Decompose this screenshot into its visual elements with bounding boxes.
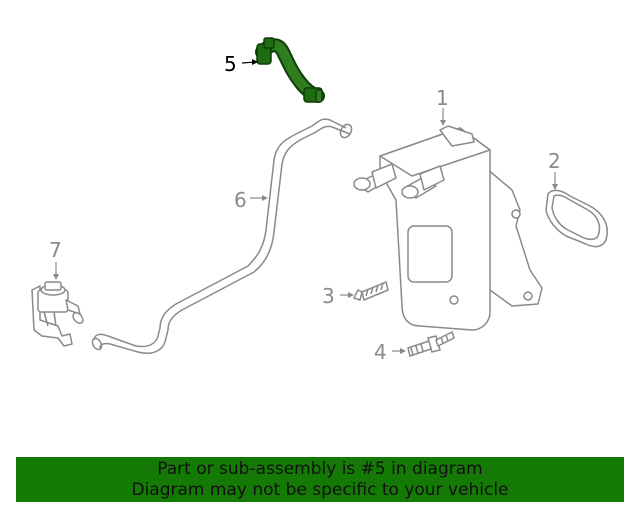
part-2-gasket[interactable] bbox=[545, 189, 608, 248]
callout-1[interactable]: 1 bbox=[436, 86, 449, 110]
part-5-hose[interactable] bbox=[255, 37, 325, 103]
callout-5[interactable]: 5 bbox=[224, 52, 237, 76]
callout-2[interactable]: 2 bbox=[548, 149, 561, 173]
part-3-bolt[interactable] bbox=[352, 280, 389, 302]
parts-diagram bbox=[31, 37, 608, 357]
callout-6[interactable]: 6 bbox=[234, 188, 247, 212]
part-4-stud[interactable] bbox=[407, 330, 455, 357]
callout-3[interactable]: 3 bbox=[322, 284, 335, 308]
callout-4[interactable]: 4 bbox=[374, 340, 387, 364]
banner-line-2: Diagram may not be specific to your vehi… bbox=[131, 480, 509, 500]
part-1-oil-cooler[interactable] bbox=[353, 125, 543, 331]
callout-7[interactable]: 7 bbox=[49, 238, 62, 262]
info-banner: Part or sub-assembly is #5 in diagram Di… bbox=[16, 457, 624, 502]
banner-line-1: Part or sub-assembly is #5 in diagram bbox=[157, 459, 483, 479]
part-7-valve[interactable] bbox=[31, 281, 85, 347]
part-6-pipe[interactable] bbox=[91, 118, 354, 354]
